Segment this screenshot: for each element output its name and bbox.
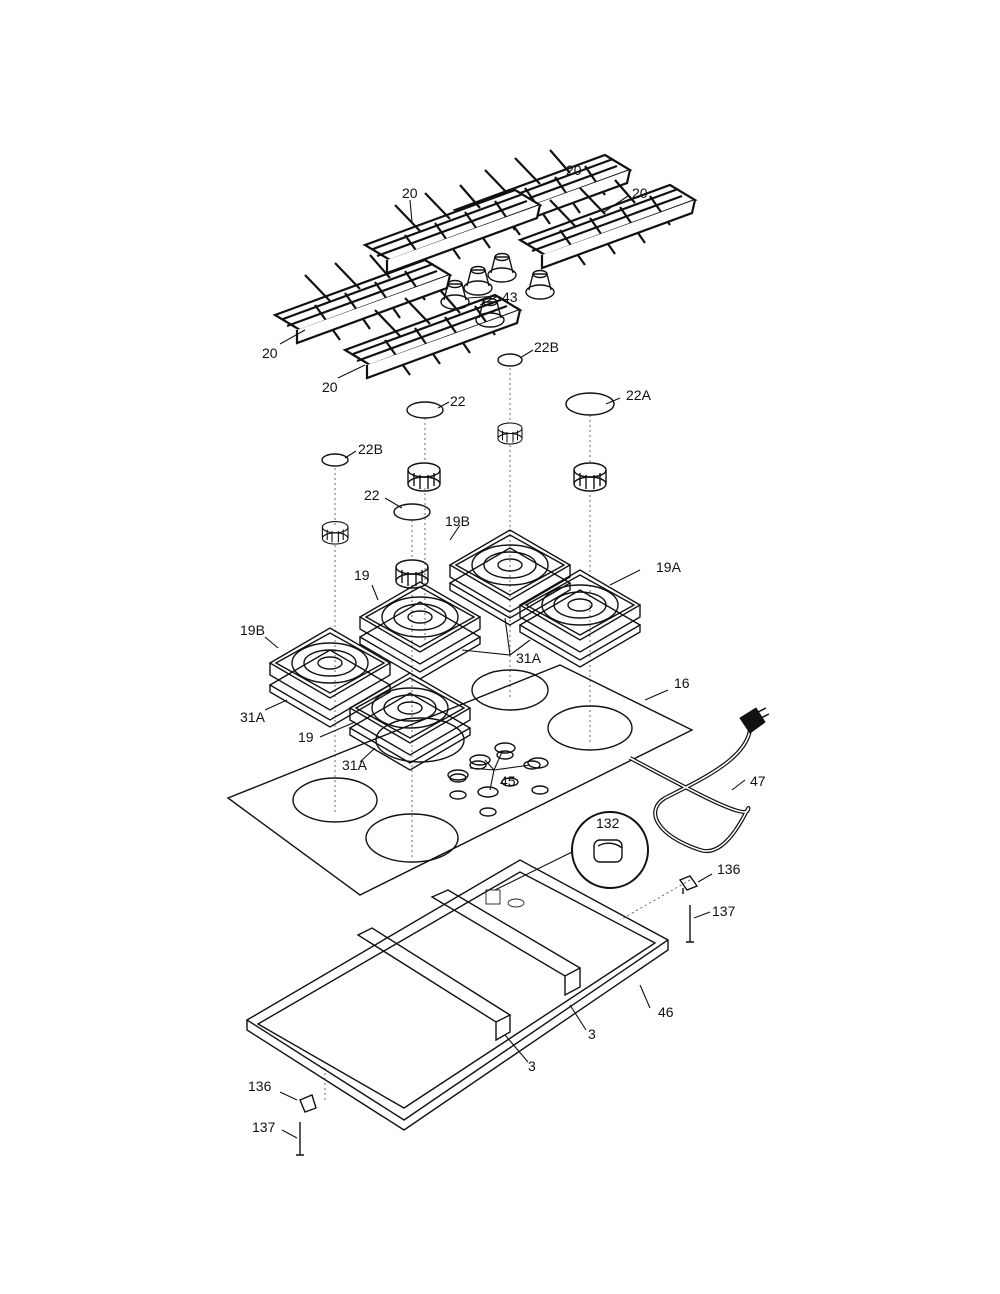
burner-pan-left-icon bbox=[269, 627, 391, 711]
leader-lines bbox=[264, 177, 746, 1139]
burner-pans bbox=[269, 529, 641, 771]
brackets-screws bbox=[296, 875, 699, 1156]
callout-22b-left: 22B bbox=[358, 441, 383, 457]
callout-31a-center: 31A bbox=[516, 650, 542, 666]
screw-left-icon bbox=[296, 1122, 304, 1156]
callout-22a: 22A bbox=[626, 387, 652, 403]
burner-pan-front-icon bbox=[349, 672, 471, 756]
cooktop-top-icon bbox=[226, 664, 694, 896]
bezel-icon bbox=[494, 742, 516, 754]
power-cord-icon bbox=[629, 707, 770, 853]
clip-detail-icon bbox=[494, 811, 649, 891]
callout-20-a: 20 bbox=[566, 162, 582, 178]
cap-small-back bbox=[497, 353, 523, 367]
bezel-icon bbox=[469, 754, 491, 766]
callout-20-c: 20 bbox=[632, 185, 648, 201]
burner-head-back-icon bbox=[497, 422, 523, 445]
alignment-lines bbox=[324, 368, 691, 1100]
callout-20-e: 20 bbox=[322, 379, 338, 395]
callout-20-d: 20 bbox=[262, 345, 278, 361]
callout-132: 132 bbox=[596, 815, 620, 831]
callout-19b-left: 19B bbox=[240, 622, 265, 638]
callout-20-b: 20 bbox=[402, 185, 418, 201]
callout-16: 16 bbox=[674, 675, 690, 691]
callout-46: 46 bbox=[658, 1004, 674, 1020]
callout-43: 43 bbox=[502, 289, 518, 305]
knob-icon bbox=[463, 265, 493, 296]
burner-pan-right-icon bbox=[519, 569, 641, 653]
cap-small-left bbox=[321, 453, 349, 467]
burner-head-right-icon bbox=[573, 462, 607, 492]
cap-medium-center bbox=[406, 401, 444, 419]
callout-31a-front: 31A bbox=[342, 757, 368, 773]
callout-136-left: 136 bbox=[248, 1078, 272, 1094]
gasket-center-icon bbox=[359, 601, 481, 680]
bottom-pan-icon bbox=[245, 859, 670, 1131]
bracket-left-icon bbox=[299, 1094, 317, 1113]
callout-31a-left: 31A bbox=[240, 709, 266, 725]
callout-19a: 19A bbox=[656, 559, 682, 575]
callout-labels: 20 20 20 43 20 22B 20 22 22A 22B 22 19B … bbox=[240, 162, 766, 1135]
callout-22-mid: 22 bbox=[364, 487, 380, 503]
callout-22b-top: 22B bbox=[534, 339, 559, 355]
burner-pan-center-icon bbox=[359, 581, 481, 665]
callout-3-left: 3 bbox=[528, 1058, 536, 1074]
grate-center-icon bbox=[363, 183, 542, 275]
burner-head-center-icon bbox=[407, 462, 441, 492]
knob-icon bbox=[487, 252, 517, 283]
callout-47: 47 bbox=[750, 773, 766, 789]
control-bezels bbox=[447, 742, 549, 798]
callout-137-right: 137 bbox=[712, 903, 736, 919]
callout-45: 45 bbox=[500, 773, 516, 789]
bezel-icon bbox=[477, 786, 499, 798]
callout-3-right: 3 bbox=[588, 1026, 596, 1042]
bracket-right-icon bbox=[678, 875, 699, 894]
callout-19-mid: 19 bbox=[354, 567, 370, 583]
callout-22-top: 22 bbox=[450, 393, 466, 409]
knob-icon bbox=[525, 269, 555, 300]
screw-right-icon bbox=[686, 905, 694, 943]
bezel-icon bbox=[527, 757, 549, 769]
callout-137-left: 137 bbox=[252, 1119, 276, 1135]
callout-19b-back: 19B bbox=[445, 513, 470, 529]
callout-136-right: 136 bbox=[717, 861, 741, 877]
callout-19-front: 19 bbox=[298, 729, 314, 745]
bezel-icon bbox=[447, 769, 469, 781]
